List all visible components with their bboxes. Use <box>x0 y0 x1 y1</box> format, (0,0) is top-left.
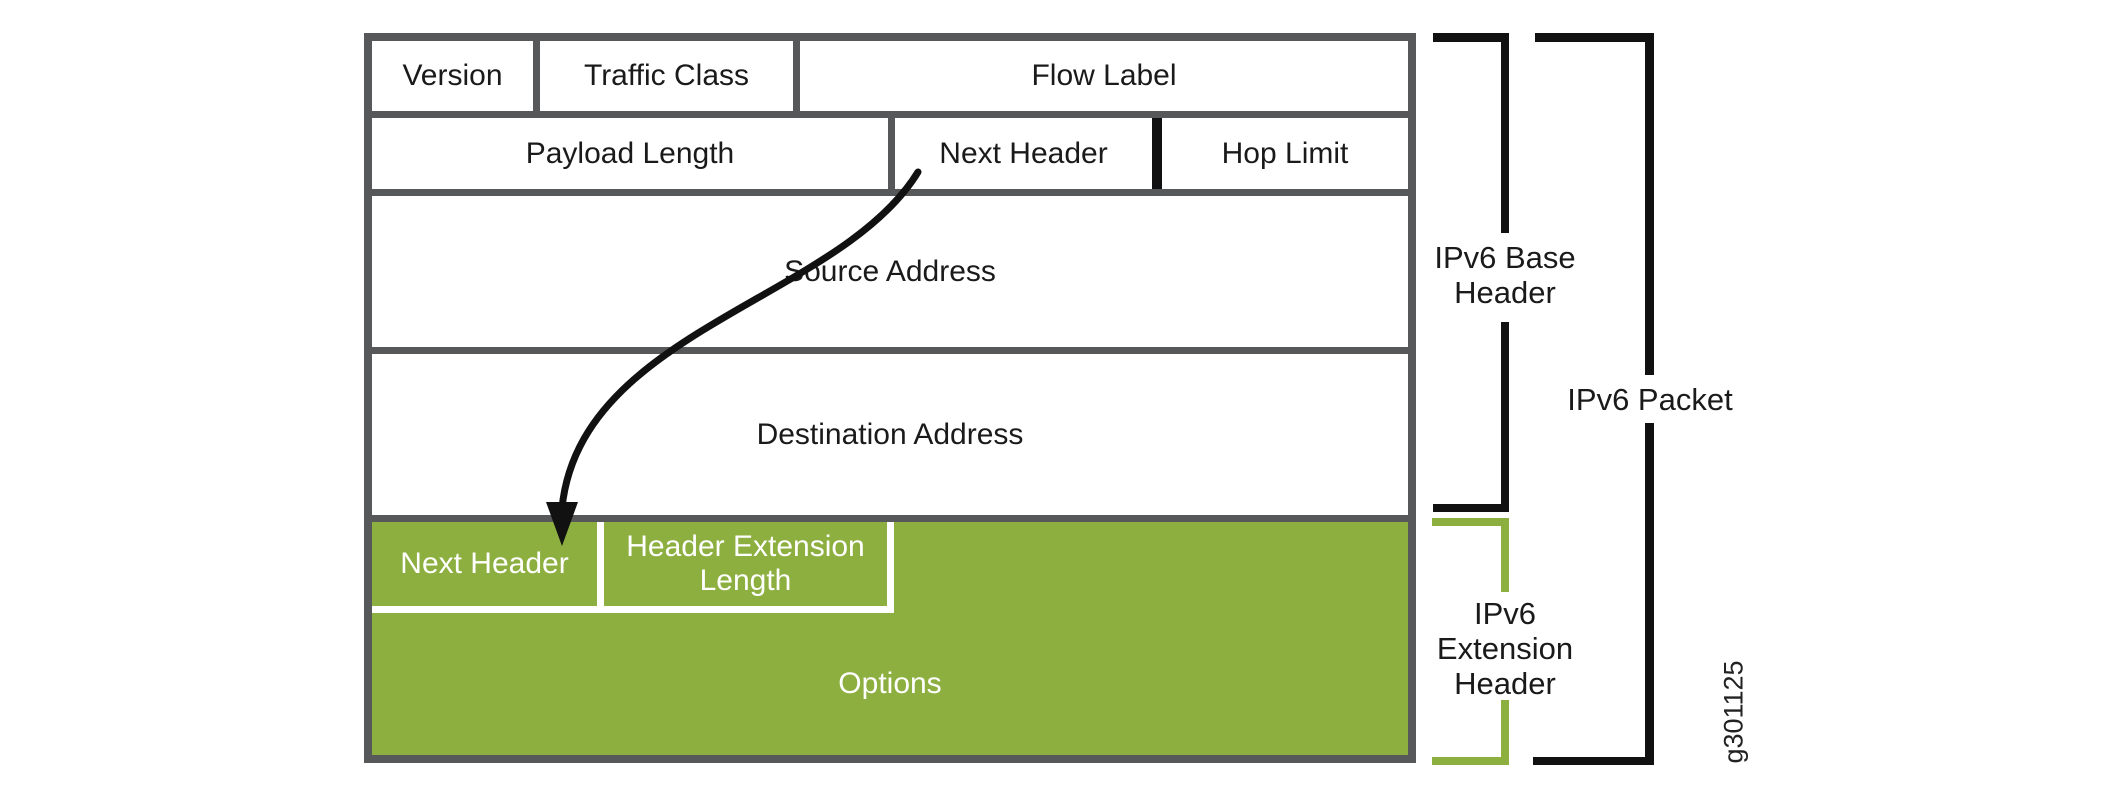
field-source-address: Source Address <box>784 254 996 288</box>
ext-field-header-extension-length: Header Extension Length <box>604 522 887 606</box>
ext-divider-nextheader-hel <box>597 522 604 606</box>
base-header-bracket-label: IPv6 Base Header <box>1405 240 1605 310</box>
ext-field-options: Options <box>838 667 942 700</box>
packet-bracket-tick-top <box>1535 33 1654 42</box>
extension-label-line-2: Extension <box>1436 631 1574 666</box>
divider-trafficclass-flowlabel <box>793 41 800 111</box>
field-version: Version <box>402 59 503 92</box>
field-traffic-class: Traffic Class <box>583 59 750 92</box>
base-header-bracket-line-upper <box>1501 33 1509 233</box>
figure-id: g301125 <box>1718 660 1749 764</box>
divider-version-trafficclass <box>533 41 540 111</box>
field-destination-address: Destination Address <box>756 417 1024 451</box>
extension-bracket-tick-bottom <box>1432 757 1509 765</box>
field-hop-limit: Hop Limit <box>1221 136 1349 170</box>
base-header-label-line-1: IPv6 Base <box>1434 240 1576 275</box>
ext-subrow-divider <box>372 606 894 613</box>
extension-label-line-3: Header <box>1454 666 1556 701</box>
extension-bracket-line-lower <box>1501 700 1509 765</box>
base-header-bracket-tick-bottom <box>1433 504 1509 512</box>
row-divider-2 <box>372 189 1408 196</box>
hel-line-1: Header Extension <box>626 530 865 563</box>
row-divider-1 <box>372 111 1408 118</box>
extension-header-section: Next Header Header Extension Length Opti… <box>372 522 1408 755</box>
field-flow-label: Flow Label <box>1031 59 1177 92</box>
divider-nextheader-hoplimit <box>1152 118 1162 189</box>
extension-bracket-line-upper <box>1501 518 1509 592</box>
packet-bracket-line-lower <box>1645 423 1654 765</box>
ext-divider-hel-right <box>887 522 894 613</box>
divider-payload-nextheader <box>888 118 895 189</box>
extension-label-line-1: IPv6 <box>1473 596 1537 631</box>
extension-bracket-label: IPv6 Extension Header <box>1405 596 1605 701</box>
base-header-bracket-line-lower <box>1501 322 1509 512</box>
extension-bracket-tick-top <box>1432 518 1509 526</box>
packet-bracket-label: IPv6 Packet <box>1567 382 1733 417</box>
hel-line-2: Length <box>699 564 792 597</box>
ext-field-next-header: Next Header <box>400 547 569 580</box>
row-divider-4 <box>372 515 1408 522</box>
row-divider-3 <box>372 347 1408 354</box>
packet-bracket-tick-bottom <box>1533 757 1654 765</box>
packet-bracket-line-upper <box>1645 33 1654 375</box>
base-header-bracket-tick-top <box>1433 33 1509 42</box>
field-payload-length: Payload Length <box>525 136 735 170</box>
base-header-label-line-2: Header <box>1454 275 1556 310</box>
field-next-header: Next Header <box>939 136 1108 170</box>
packet-table: Version Traffic Class Flow Label Payload… <box>364 33 1416 763</box>
